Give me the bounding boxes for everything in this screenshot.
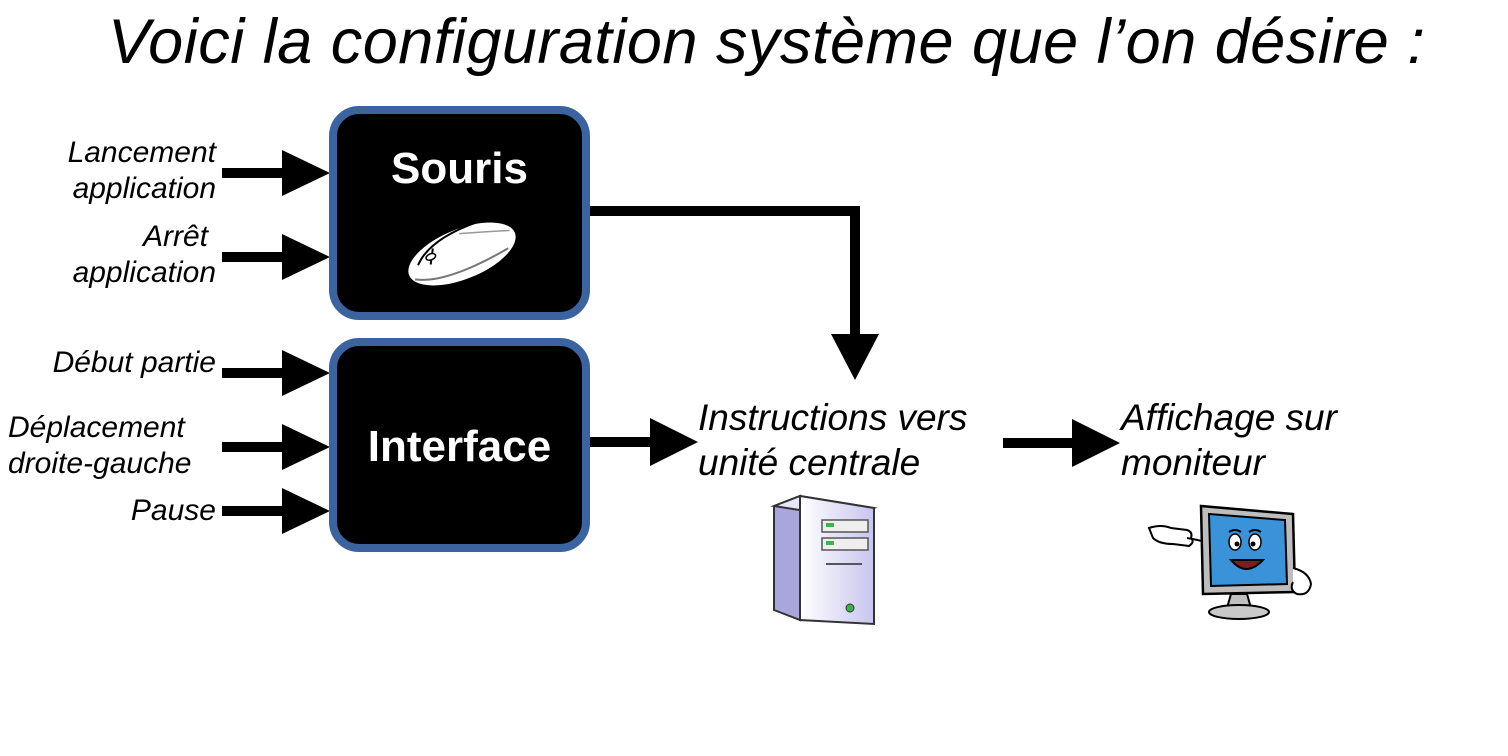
wire-souris-vertical [850,206,860,336]
interface-block-label: Interface [367,422,552,471]
input-label-lancement: Lancement application [67,136,216,205]
arrow-deplacement-shaft [222,442,284,452]
arrow-interface-shaft [590,437,652,447]
arrow-arret-shaft [222,252,284,262]
arrow-interface-head [650,418,698,466]
instructions-label: Instructions vers unité centrale [698,397,968,483]
wire-souris-horizontal [590,206,860,216]
arrow-pause-head [282,488,330,534]
computer-tower-icon [770,494,878,626]
arrow-debut-head [282,350,330,396]
input-label-debut-partie: Début partie [52,346,216,379]
arrow-arret-head [282,234,330,280]
input-label-pause: Pause [130,494,216,527]
arrow-souris-head [831,334,879,380]
input-label-deplacement: Déplacement droite-gauche [8,411,192,480]
diagram-title: Voici la configuration système que l’on … [108,7,1426,77]
arrow-pause-shaft [222,506,284,516]
souris-block-label: Souris [391,144,528,193]
souris-block: Souris [329,106,590,320]
interface-block: Interface [329,338,590,552]
arrow-affichage-head [1072,419,1120,467]
affichage-label: Affichage sur moniteur [1121,397,1337,483]
arrow-affichage-shaft [1003,438,1075,448]
arrow-lancement-shaft [222,168,284,178]
arrow-lancement-head [282,150,330,196]
arrow-debut-shaft [222,368,284,378]
mouse-icon [406,220,518,288]
input-label-arret: Arrêt application [72,220,216,289]
arrow-deplacement-head [282,424,330,470]
monitor-mascot-icon [1147,504,1313,620]
